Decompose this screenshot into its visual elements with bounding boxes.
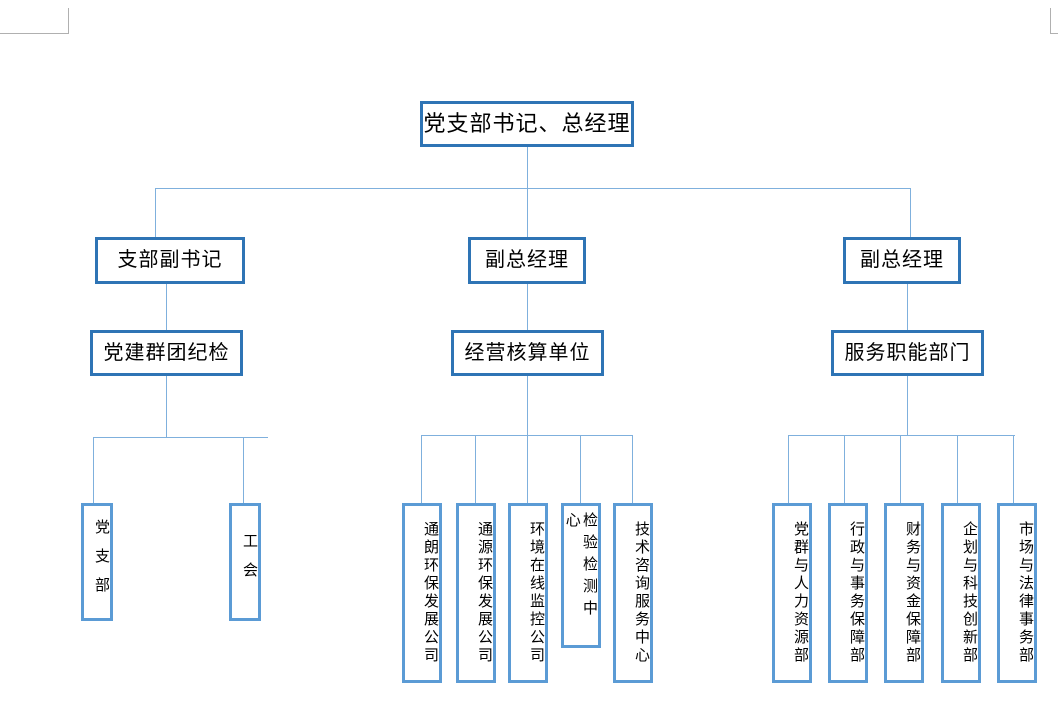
node-level3-left[interactable]: 党建群团纪检 (90, 330, 243, 376)
connector-middle-l2-l3 (527, 283, 528, 330)
connector-right-leaf-drop-4 (957, 435, 958, 503)
connector-right-l2-l3 (907, 283, 908, 330)
connector-root-stem (527, 146, 528, 188)
connector-right-leaf-bus (788, 435, 1015, 436)
connector-main-bus (155, 188, 911, 189)
node-leaf-middle-5[interactable]: 技术咨询服务中心 (613, 503, 653, 683)
node-leaf-left-1[interactable]: 党支部 (81, 503, 113, 621)
connector-middle-leaf-drop-4 (580, 435, 581, 503)
connector-middle-leaf-drop-1 (421, 435, 422, 503)
connector-left-l2-l3 (166, 283, 167, 330)
connector-right-l3-stem (907, 375, 908, 435)
connector-bus-to-middle (527, 188, 528, 237)
node-level2-middle[interactable]: 副总经理 (468, 237, 586, 284)
node-leaf-middle-2[interactable]: 通源环保发展公司 (456, 503, 496, 683)
node-leaf-right-4[interactable]: 企划与科技创新部 (941, 503, 981, 683)
connector-right-leaf-drop-2 (844, 435, 845, 503)
connector-right-leaf-drop-1 (788, 435, 789, 503)
node-leaf-middle-3[interactable]: 环境在线监控公司 (508, 503, 548, 683)
node-level2-right[interactable]: 副总经理 (843, 237, 961, 284)
connector-left-leaf-drop-2 (243, 437, 244, 503)
connector-right-leaf-drop-3 (900, 435, 901, 503)
connector-middle-l3-stem (527, 375, 528, 435)
node-level3-middle[interactable]: 经营核算单位 (451, 330, 604, 376)
connector-middle-leaf-drop-5 (632, 435, 633, 503)
connector-middle-leaf-drop-3 (527, 435, 528, 503)
node-leaf-right-3[interactable]: 财务与资金保障部 (884, 503, 924, 683)
node-leaf-right-2[interactable]: 行政与事务保障部 (828, 503, 868, 683)
node-level3-right[interactable]: 服务职能部门 (831, 330, 984, 376)
node-leaf-right-5[interactable]: 市场与法律事务部 (997, 503, 1037, 683)
connector-right-leaf-drop-5 (1013, 435, 1014, 503)
node-level2-left[interactable]: 支部副书记 (95, 237, 245, 284)
connector-left-l3-stem (166, 375, 167, 437)
connector-left-leaf-drop-1 (93, 437, 94, 503)
connector-bus-to-left (155, 188, 156, 237)
node-leaf-middle-4[interactable]: 检验检测中心 (561, 503, 601, 648)
connector-bus-to-right (910, 188, 911, 237)
connector-left-leaf-bus (93, 437, 268, 438)
node-leaf-middle-1[interactable]: 通朗环保发展公司 (402, 503, 442, 683)
node-leaf-left-2[interactable]: 工会 (229, 503, 261, 621)
connector-middle-leaf-drop-2 (475, 435, 476, 503)
node-leaf-right-1[interactable]: 党群与人力资源部 (772, 503, 812, 683)
node-root[interactable]: 党支部书记、总经理 (420, 101, 634, 147)
